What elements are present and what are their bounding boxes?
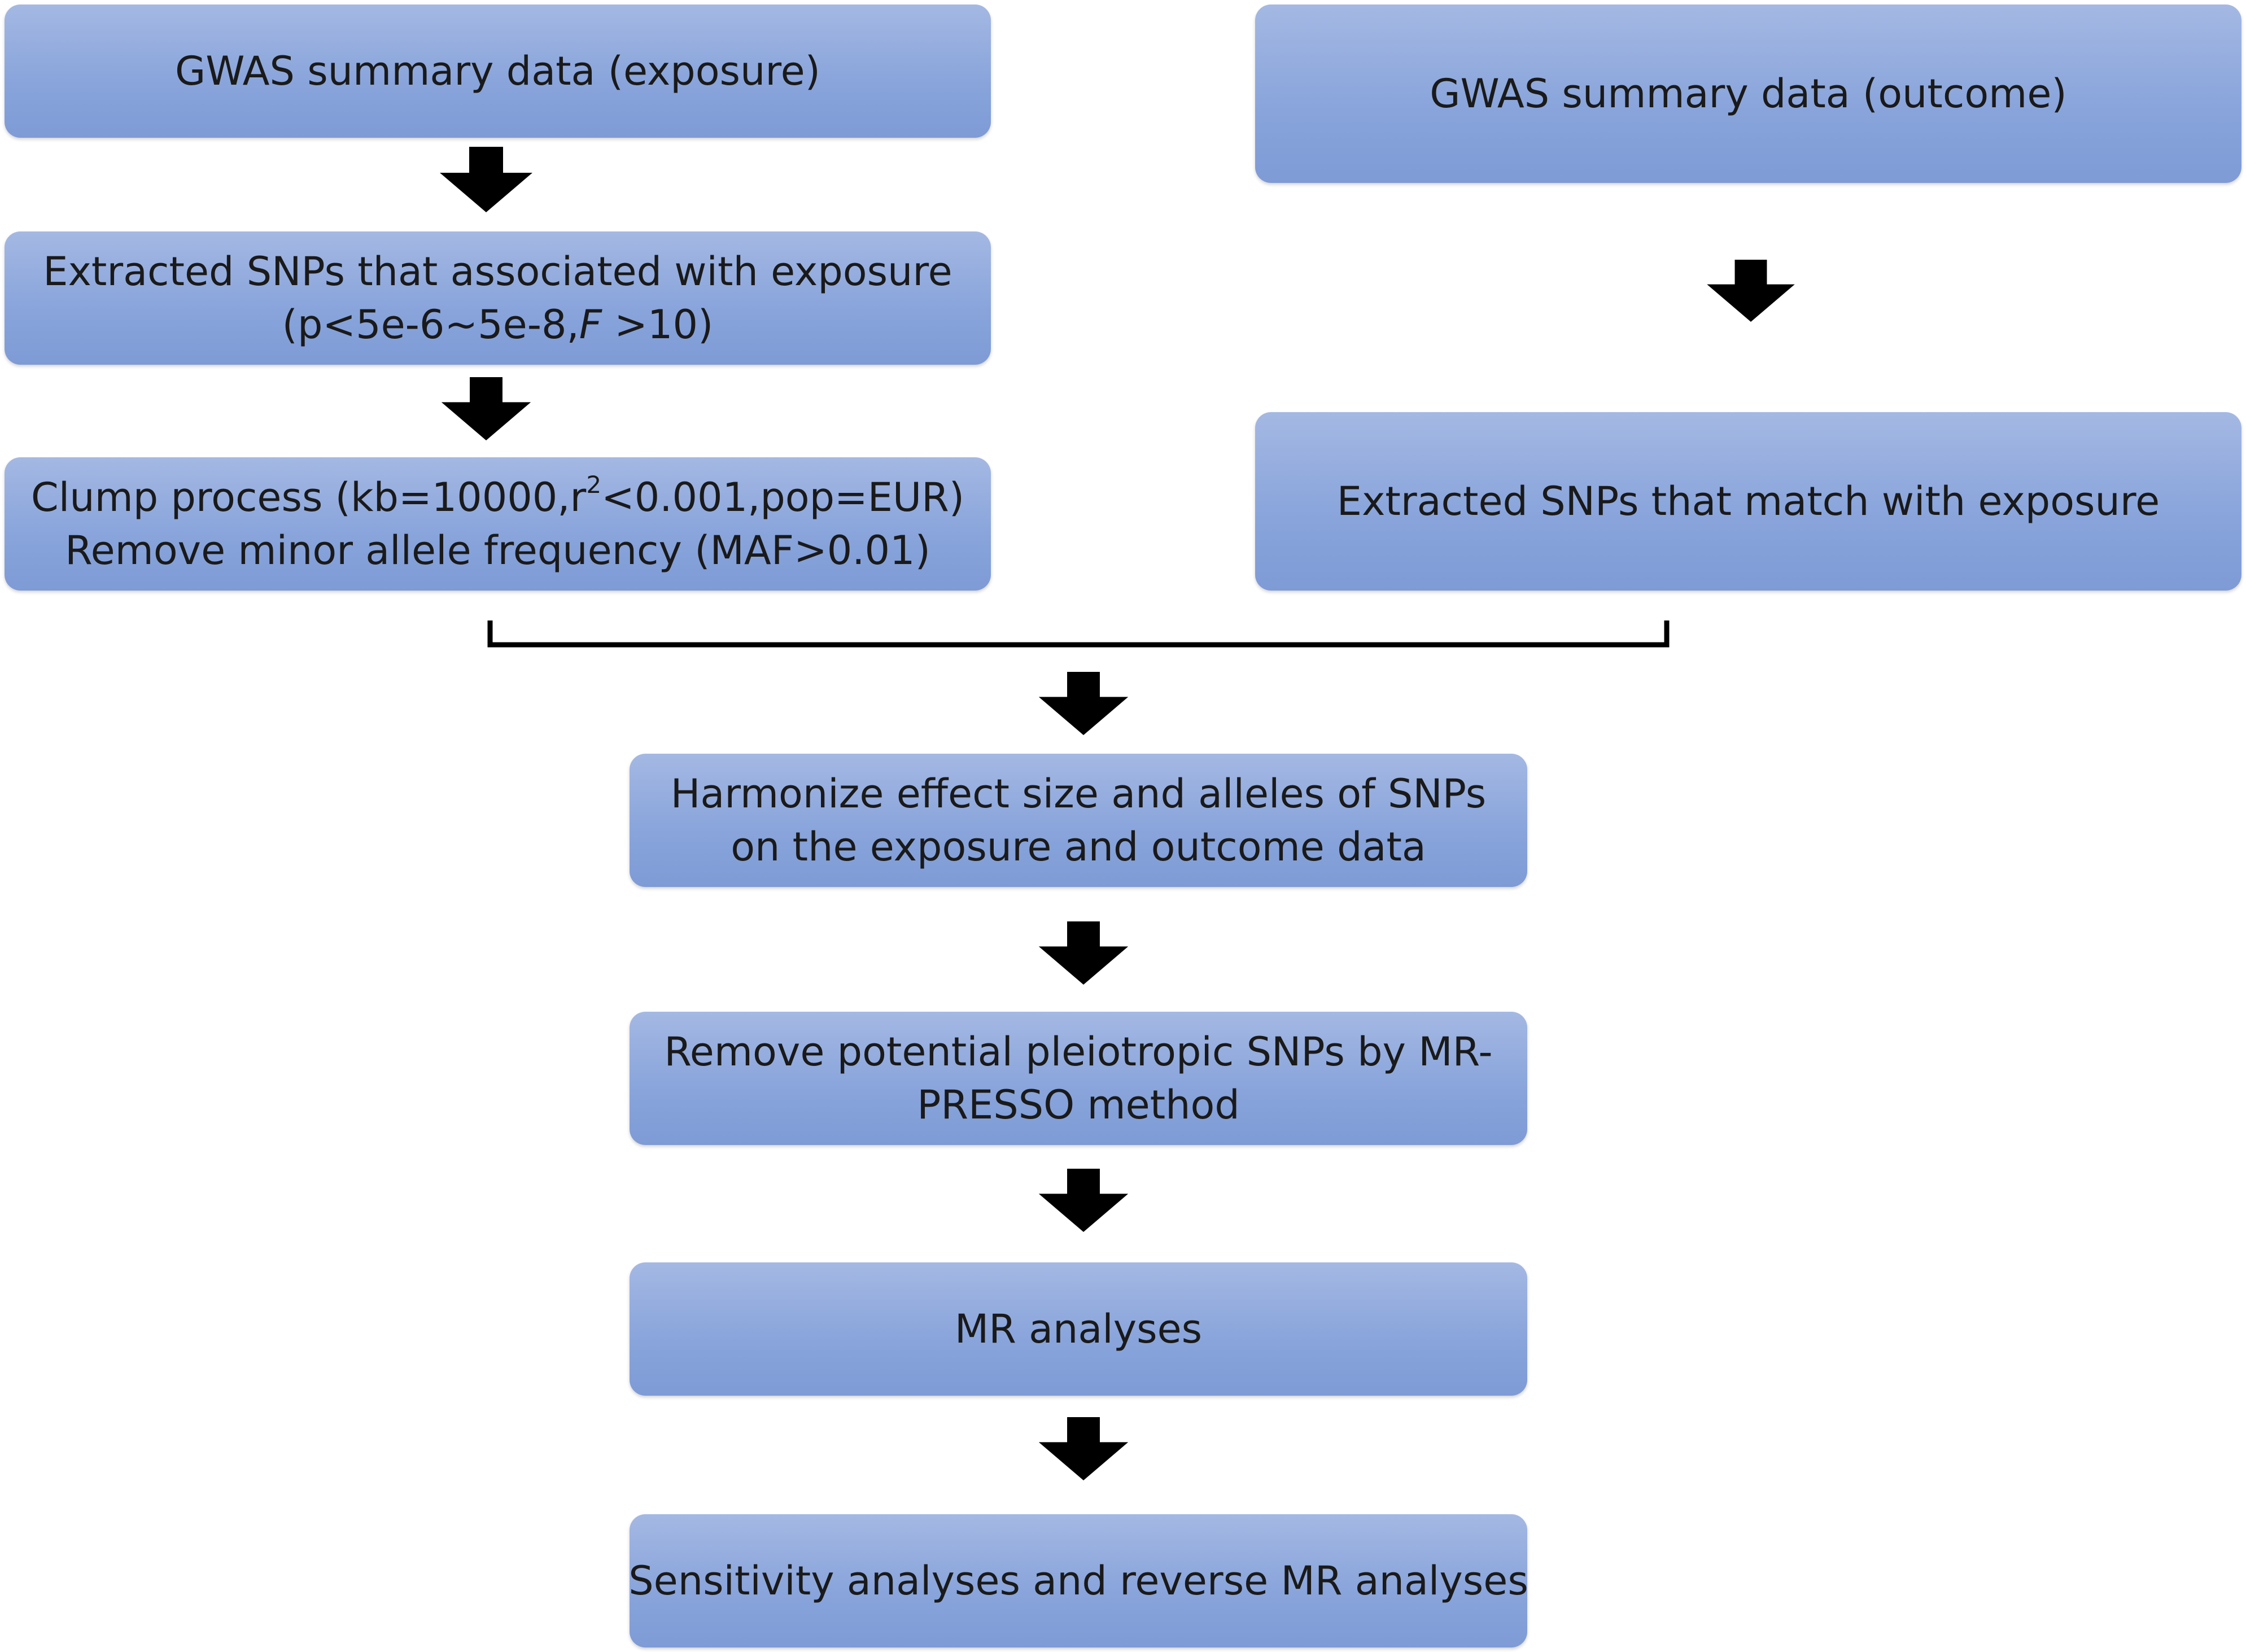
box-mr-analyses-label: MR analyses: [954, 1306, 1203, 1352]
presso-line-2: PRESSO method: [917, 1082, 1240, 1128]
down-arrow-icon: [1038, 1169, 1129, 1232]
presso-line-1: Remove potential pleiotropic SNPs by MR-: [664, 1029, 1493, 1075]
merge-bracket: [487, 620, 1670, 648]
harmonize-line-2: on the exposure and outcome data: [731, 824, 1426, 870]
box-clump-process: Clump process (kb=10000,r2<0.001,pop=EUR…: [5, 457, 991, 591]
harmonize-line-1: Harmonize effect size and alleles of SNP…: [670, 771, 1487, 817]
box-outcome-gwas: GWAS summary data (outcome): [1255, 5, 2241, 183]
down-arrow-icon: [440, 147, 532, 212]
extract-line-1: Extracted SNPs that associated with expo…: [43, 248, 952, 295]
box-exposure-gwas: GWAS summary data (exposure): [5, 5, 991, 138]
box-harmonize: Harmonize effect size and alleles of SNP…: [630, 754, 1527, 887]
box-mr-presso: Remove potential pleiotropic SNPs by MR-…: [630, 1012, 1527, 1145]
clump-line-2: Remove minor allele frequency (MAF>0.01): [65, 527, 930, 574]
box-extract-snps-match: Extracted SNPs that match with exposure: [1255, 412, 2241, 591]
f-statistic-symbol: F: [579, 301, 602, 348]
clump-line-1: Clump process (kb=10000,r2<0.001,pop=EUR…: [30, 470, 965, 521]
box-exposure-gwas-label: GWAS summary data (exposure): [175, 48, 820, 94]
down-arrow-icon: [1038, 672, 1129, 735]
box-outcome-gwas-label: GWAS summary data (outcome): [1430, 71, 2067, 117]
down-arrow-icon: [441, 377, 531, 440]
down-arrow-icon: [1038, 1417, 1129, 1480]
box-mr-analyses: MR analyses: [630, 1262, 1527, 1396]
down-arrow-icon: [1038, 921, 1129, 985]
box-extract-snps-match-label: Extracted SNPs that match with exposure: [1336, 478, 2160, 525]
down-arrow-icon: [1707, 260, 1795, 322]
extract-line-2: (p<5e-6~5e-8,F >10): [282, 301, 714, 348]
box-extract-snps-exposure: Extracted SNPs that associated with expo…: [5, 231, 991, 365]
box-sensitivity: Sensitivity analyses and reverse MR anal…: [628, 1514, 1528, 1647]
box-sensitivity-label: Sensitivity analyses and reverse MR anal…: [628, 1558, 1528, 1604]
